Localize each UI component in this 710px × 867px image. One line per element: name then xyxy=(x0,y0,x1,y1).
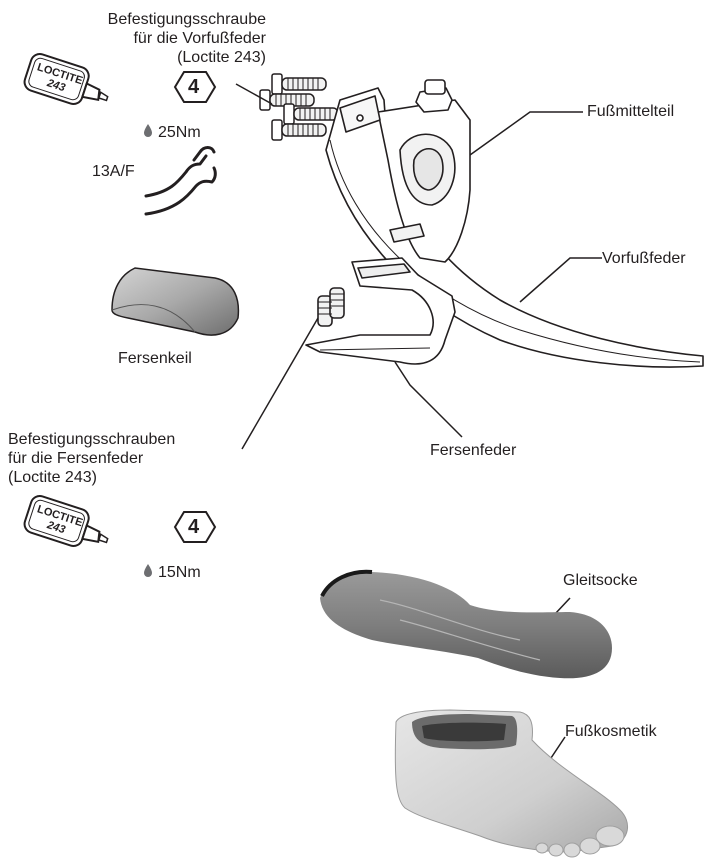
heel-screw-title: Befestigungsschrauben für die Fersenfede… xyxy=(8,430,175,487)
torque-value-2: 15Nm xyxy=(158,563,201,582)
label-midfoot: Fußmittelteil xyxy=(587,102,674,121)
label-glide-sock: Gleitsocke xyxy=(563,571,638,590)
wrench-size: 13A/F xyxy=(92,162,135,181)
heel-wedge-part xyxy=(112,268,238,335)
prosthetic-foot-assembly xyxy=(306,80,703,367)
label-heel-wedge: Fersenkeil xyxy=(118,349,192,368)
drop-icon-2 xyxy=(144,564,152,577)
label-foot-cosmetic: Fußkosmetik xyxy=(565,722,657,741)
label-heel-spring: Fersenfeder xyxy=(430,441,516,460)
drop-icon xyxy=(144,124,152,137)
label-forefoot-spring: Vorfußfeder xyxy=(602,249,686,268)
hex-key-size-2: 4 xyxy=(188,516,199,538)
torque-value: 25Nm xyxy=(158,123,201,142)
forefoot-screw-title: Befestigungsschraube für die Vorfußfeder… xyxy=(108,10,266,67)
wrench-icon xyxy=(146,148,215,215)
forefoot-screws xyxy=(260,74,338,140)
hex-key-size: 4 xyxy=(188,76,199,98)
